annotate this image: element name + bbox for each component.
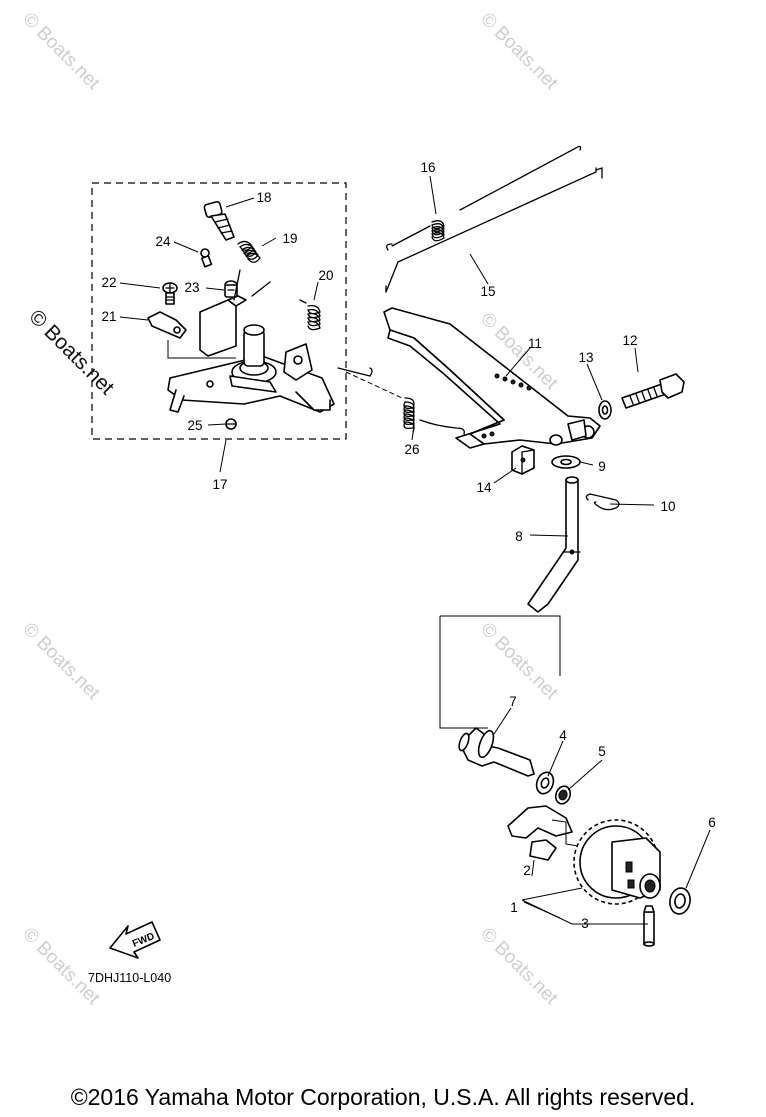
callout-2: 2 bbox=[523, 863, 531, 878]
watermark-text: © Boats.net bbox=[18, 619, 104, 705]
callout-23: 23 bbox=[184, 280, 199, 295]
watermark-text: © Boats.net bbox=[18, 9, 104, 95]
callout-15: 15 bbox=[480, 284, 495, 299]
callout-1: 1 bbox=[510, 900, 518, 915]
diagram-code: 7DHJ110-L040 bbox=[88, 971, 172, 985]
callout-11: 11 bbox=[528, 336, 542, 351]
part-22-screw bbox=[162, 282, 178, 305]
part-8-shaft bbox=[439, 476, 581, 729]
part-6-washer bbox=[669, 887, 691, 915]
callout-8: 8 bbox=[515, 529, 523, 544]
part-3-pin bbox=[643, 905, 655, 947]
callout-7: 7 bbox=[509, 694, 517, 709]
part-14-block bbox=[511, 445, 535, 475]
fwd-arrow-icon: FWD bbox=[109, 921, 161, 959]
part-26-spring bbox=[337, 367, 465, 435]
callout-4: 4 bbox=[559, 728, 567, 743]
callout-5: 5 bbox=[598, 744, 606, 759]
part-9-washer bbox=[551, 455, 581, 469]
callout-9: 9 bbox=[598, 459, 606, 474]
callout-17: 17 bbox=[212, 477, 227, 492]
part-16-spring bbox=[386, 145, 582, 251]
part-4-washer bbox=[535, 771, 555, 795]
part-25-clip bbox=[225, 418, 237, 430]
watermark-text: © Boats.net bbox=[476, 619, 562, 705]
part-24-screw bbox=[200, 248, 213, 268]
watermark-text: © Boats.net bbox=[18, 924, 104, 1010]
part-20-spring bbox=[299, 299, 321, 331]
part-1-governor-gear bbox=[507, 805, 661, 905]
part-5-bushing bbox=[554, 785, 572, 805]
callout-10: 10 bbox=[660, 499, 675, 514]
callout-3: 3 bbox=[581, 916, 589, 931]
part-18-bolt bbox=[203, 201, 235, 241]
control-lever-assembly bbox=[167, 269, 335, 413]
watermark-text: © Boats.net bbox=[476, 9, 562, 95]
callout-6: 6 bbox=[708, 815, 716, 830]
copyright-notice: ©2016 Yamaha Motor Corporation, U.S.A. A… bbox=[70, 1084, 696, 1110]
callout-22: 22 bbox=[101, 275, 116, 290]
assembly-17-box bbox=[91, 182, 347, 440]
callout-19: 19 bbox=[282, 231, 297, 246]
callout-14: 14 bbox=[476, 480, 492, 495]
leader-lines bbox=[119, 175, 711, 925]
callout-labels: 1 2 3 4 5 6 7 8 9 10 11 12 13 14 15 16 1… bbox=[101, 160, 715, 931]
callout-16: 16 bbox=[420, 160, 435, 175]
callout-21: 21 bbox=[101, 309, 116, 324]
callout-24: 24 bbox=[155, 234, 171, 249]
callout-20: 20 bbox=[318, 268, 333, 283]
part-7-shaft bbox=[458, 727, 535, 777]
part-15-rod bbox=[385, 167, 603, 293]
callout-18: 18 bbox=[256, 190, 271, 205]
callout-25: 25 bbox=[187, 418, 202, 433]
callout-12: 12 bbox=[622, 333, 637, 348]
part-21-bracket bbox=[147, 311, 187, 339]
watermarks: © Boats.net © Boats.net © Boats.net © Bo… bbox=[18, 9, 562, 1010]
part-13-washer bbox=[598, 400, 612, 420]
callout-26: 26 bbox=[404, 442, 419, 457]
part-10-pin bbox=[585, 493, 620, 511]
part-19-spring bbox=[237, 240, 261, 263]
watermark-text: © Boats.net bbox=[476, 924, 562, 1010]
callout-13: 13 bbox=[578, 350, 593, 365]
part-11-lever bbox=[383, 307, 601, 449]
part-12-bolt bbox=[621, 373, 685, 409]
